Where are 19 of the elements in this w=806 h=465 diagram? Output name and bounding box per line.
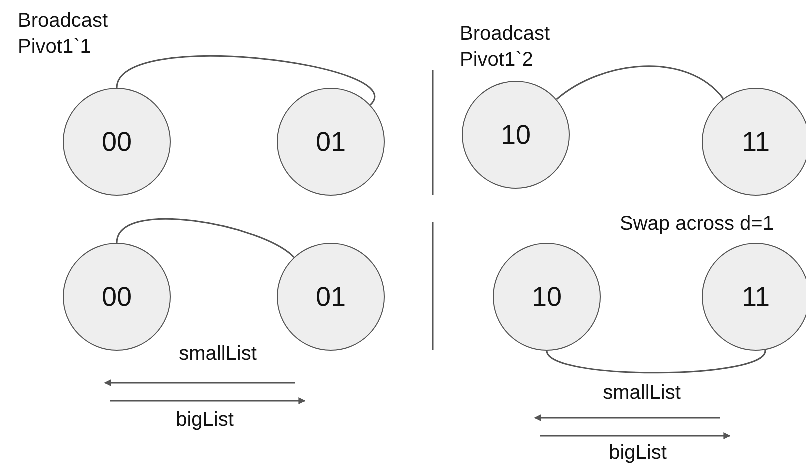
node-label: 01	[316, 282, 346, 312]
node-label: 01	[316, 126, 346, 158]
node-label: 11	[742, 282, 770, 312]
node-label: 00	[102, 126, 132, 158]
arrow-label: bigList	[608, 441, 668, 465]
connector-line	[116, 56, 375, 106]
arrow-label: smallList	[178, 342, 258, 367]
caption-text: Swap across d=1	[620, 212, 775, 237]
node-label: 11	[742, 126, 770, 158]
connector-line	[116, 218, 295, 258]
node-label: 10	[500, 120, 532, 150]
connector-line	[556, 66, 724, 100]
arrow-label: smallList	[602, 381, 682, 406]
arrow-label: bigList	[175, 408, 235, 433]
connector-line	[546, 350, 766, 374]
caption-text: Broadcast Pivot1`1	[18, 9, 110, 60]
node-label: 00	[102, 282, 132, 312]
node-label: 10	[532, 282, 562, 312]
caption-text: Broadcast Pivot1`2	[460, 22, 552, 73]
